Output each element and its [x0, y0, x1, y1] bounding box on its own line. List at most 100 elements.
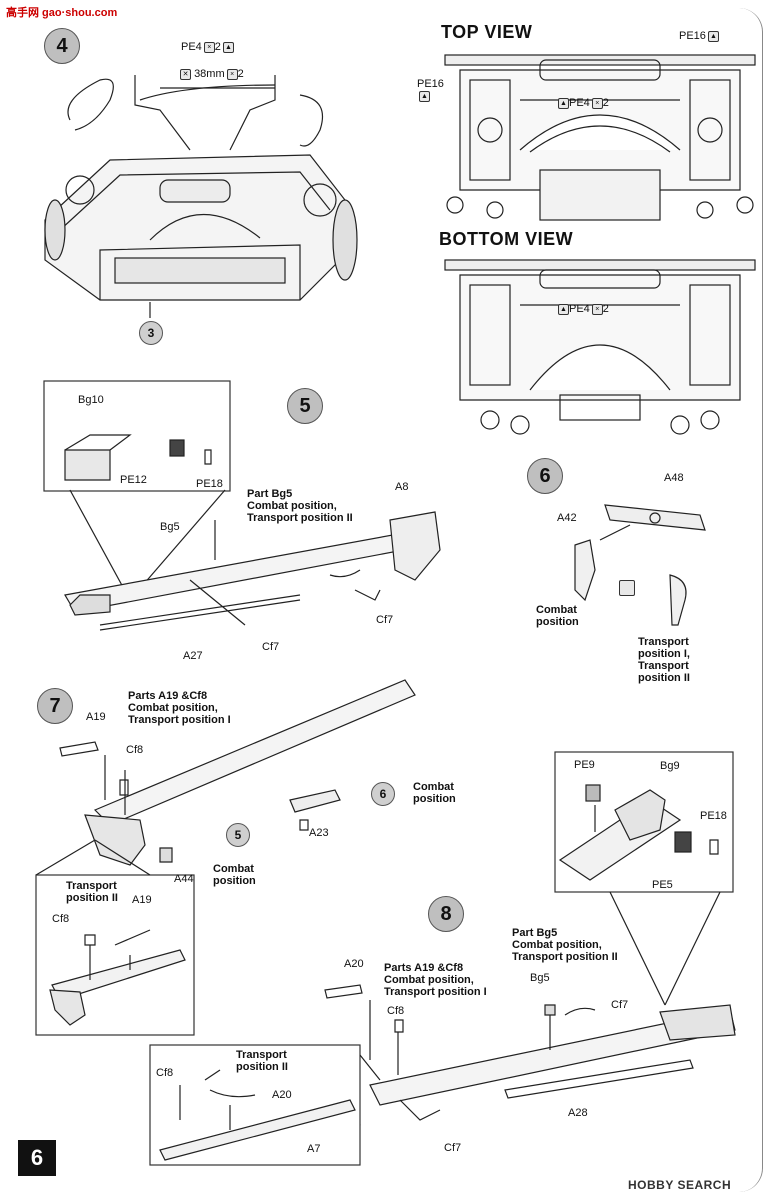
- step8-lower-inset-drawing: [159, 1069, 356, 1161]
- step6-parts-drawing: [574, 504, 706, 626]
- step-5-badge: 5: [287, 388, 323, 424]
- step5-note-part: Part Bg5: [247, 488, 293, 500]
- step8-pe9: PE9: [574, 759, 595, 771]
- x-icon: ×: [591, 303, 603, 315]
- top-pe4-text: PE4: [569, 97, 590, 109]
- step8-pe5: PE5: [652, 879, 673, 891]
- step4-length-qty: 2: [237, 68, 244, 80]
- step-7-badge: 7: [37, 688, 73, 724]
- step8-a20: A20: [344, 958, 364, 970]
- step7-a23: A23: [309, 827, 329, 839]
- bottom-view-drawing: [444, 259, 756, 435]
- top-view-drawing: [444, 54, 756, 221]
- step8-bg5: Bg5: [530, 972, 550, 984]
- step7-inset-l1: Transport: [66, 880, 117, 892]
- step8-inset-drawing: [558, 784, 719, 881]
- bottom-view-title: BOTTOM VIEW: [439, 229, 574, 249]
- step5-cf7a: Cf7: [376, 614, 394, 626]
- ruler-icon: ✕: [180, 68, 191, 80]
- step7-inset-cf8: Cf8: [52, 913, 70, 925]
- bottom-pe4-qty: 2: [602, 303, 609, 315]
- page-frame: [12, 8, 763, 1192]
- step5-cf7b: Cf7: [262, 641, 280, 653]
- step4-pe4-label: PE4×2▲: [181, 41, 234, 53]
- step5-note-l2: Transport position II: [247, 512, 353, 524]
- step8-note-l2: Combat position,: [384, 974, 474, 986]
- step4-length-text: 38mm: [194, 68, 225, 80]
- bottom-pe4-text: PE4: [569, 303, 590, 315]
- step-6-badge: 6: [527, 458, 563, 494]
- step8-inset-l1: Transport: [236, 1049, 287, 1061]
- step5-note-l1: Combat position,: [247, 500, 337, 512]
- step6-a42: A42: [557, 512, 577, 524]
- step6-transport-l3: Transport: [638, 660, 689, 672]
- bottom-pe4-label: ▲PE4×2: [556, 303, 609, 315]
- step5-pe12: PE12: [120, 474, 147, 486]
- step7-note-l3: Transport position I: [128, 714, 231, 726]
- top-pe4-label: ▲PE4×2: [556, 97, 609, 109]
- step5-bg5: Bg5: [160, 521, 180, 533]
- step7-combat2-l1: Combat: [213, 863, 254, 875]
- step7-a44: A44: [174, 873, 194, 885]
- step5-bg10: Bg10: [78, 394, 104, 406]
- step8-bg9: Bg9: [660, 760, 680, 772]
- step6-transport-l1: Transport: [638, 636, 689, 648]
- top-pe16-left: PE16▲: [417, 78, 444, 102]
- photo-etch-icon: ▲: [222, 41, 234, 53]
- step8-a7: A7: [307, 1143, 321, 1155]
- step-8-badge: 8: [428, 896, 464, 932]
- step7-cf8: Cf8: [126, 744, 144, 756]
- photo-etch-icon: ▲: [558, 303, 569, 315]
- step7-inset-l2: position II: [66, 892, 118, 904]
- step8-inset-l2: position II: [236, 1061, 288, 1073]
- step8-note-l3: Transport position I: [384, 986, 487, 998]
- step7-inset-drawing: [49, 929, 186, 1026]
- step6-transport-l4: position II: [638, 672, 690, 684]
- top-pe16-right-text: PE16: [679, 30, 706, 42]
- step7-trail-drawing: [59, 679, 416, 866]
- ref-6-badge: 6: [371, 782, 395, 806]
- step8-cf8: Cf8: [387, 1005, 405, 1017]
- step7-combat2-l2: position: [213, 875, 256, 887]
- top-pe16-right: PE16▲: [679, 30, 719, 42]
- step8-trail-drawing: [314, 984, 736, 1146]
- step6-transport-l2: position I,: [638, 648, 690, 660]
- top-view-title: TOP VIEW: [441, 22, 533, 42]
- step8-inset-cf8: Cf8: [156, 1067, 174, 1079]
- step8-cf7b: Cf7: [444, 1142, 462, 1154]
- x-icon: ×: [203, 41, 215, 53]
- step7-combat-l1: Combat: [413, 781, 454, 793]
- step-4-badge: 4: [44, 28, 80, 64]
- step4-length-label: ✕ 38mm×2: [178, 68, 244, 80]
- step7-inset-a19: A19: [132, 894, 152, 906]
- page-number: 6: [18, 1140, 56, 1176]
- step7-note-l1: Parts A19 &Cf8: [128, 690, 208, 702]
- step5-trail-drawing: [64, 511, 441, 631]
- step7-note-l2: Combat position,: [128, 702, 218, 714]
- step5-pe18: PE18: [196, 478, 223, 490]
- step6-combat-l1: Combat: [536, 604, 577, 616]
- photo-etch-icon: ▲: [419, 90, 430, 102]
- step8-inset-a20: A20: [272, 1089, 292, 1101]
- step4-pe4-text: PE4: [181, 41, 202, 53]
- step6-a48: A48: [664, 472, 684, 484]
- photo-etch-icon: ▲: [558, 97, 569, 109]
- step7-a19: A19: [86, 711, 106, 723]
- x-icon: ×: [226, 68, 238, 80]
- step8-bg5-note-l2: Transport position II: [512, 951, 618, 963]
- step6-combat-l2: position: [536, 616, 579, 628]
- step7-combat-l2: position: [413, 793, 456, 805]
- photo-etch-icon: ▲: [707, 30, 719, 42]
- x-icon: ×: [591, 97, 603, 109]
- step8-note-l1: Parts A19 &Cf8: [384, 962, 464, 974]
- step8-bg5-note-part: Part Bg5: [512, 927, 558, 939]
